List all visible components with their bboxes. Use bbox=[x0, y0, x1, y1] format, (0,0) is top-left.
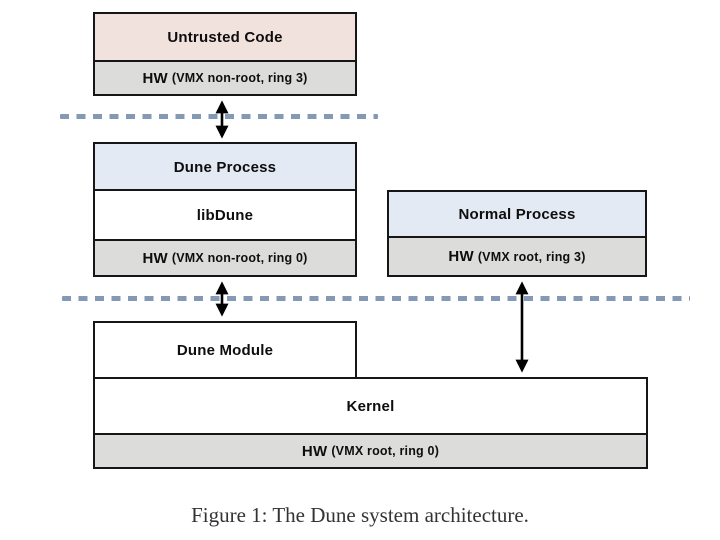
figure-caption: Figure 1: The Dune system architecture. bbox=[191, 503, 529, 527]
dune-module-box: Dune Module bbox=[93, 321, 357, 380]
hw-label: HW bbox=[448, 248, 474, 265]
hw-detail-label: (VMX non-root, ring 0) bbox=[171, 251, 308, 265]
hw-vmx-root-ring3-box: HW (VMX root, ring 3) bbox=[387, 236, 647, 277]
hw-label: HW bbox=[142, 249, 168, 267]
kernel-label: Kernel bbox=[346, 398, 395, 415]
hw-detail-label: (VMX root, ring 0) bbox=[331, 444, 440, 458]
hw-vmx-nonroot-ring0-box: HW (VMX non-root, ring 0) bbox=[93, 239, 357, 277]
libdune-label: libDune bbox=[196, 207, 254, 224]
hw-label: HW bbox=[142, 69, 168, 87]
dune-process-label: Dune Process bbox=[173, 158, 277, 176]
hw-detail-label: (VMX non-root, ring 3) bbox=[171, 71, 308, 85]
hw-label: HW bbox=[301, 442, 328, 460]
normal-process-label: Normal Process bbox=[458, 206, 576, 223]
normal-process-box: Normal Process bbox=[387, 190, 647, 239]
privilege-boundary-line-upper bbox=[60, 114, 378, 119]
hw-vmx-root-ring0-box: HW (VMX root, ring 0) bbox=[93, 433, 648, 469]
libdune-box: libDune bbox=[93, 189, 357, 242]
hw-detail-label: (VMX root, ring 3) bbox=[477, 249, 586, 264]
privilege-boundary-line-lower bbox=[62, 296, 690, 301]
dune-module-label: Dune Module bbox=[176, 342, 274, 359]
dune-process-box: Dune Process bbox=[93, 142, 357, 192]
untrusted-code-box: Untrusted Code bbox=[93, 12, 357, 63]
hw-vmx-nonroot-ring3-box: HW (VMX non-root, ring 3) bbox=[93, 60, 357, 96]
untrusted-code-label: Untrusted Code bbox=[167, 29, 283, 46]
kernel-box: Kernel bbox=[93, 377, 648, 436]
